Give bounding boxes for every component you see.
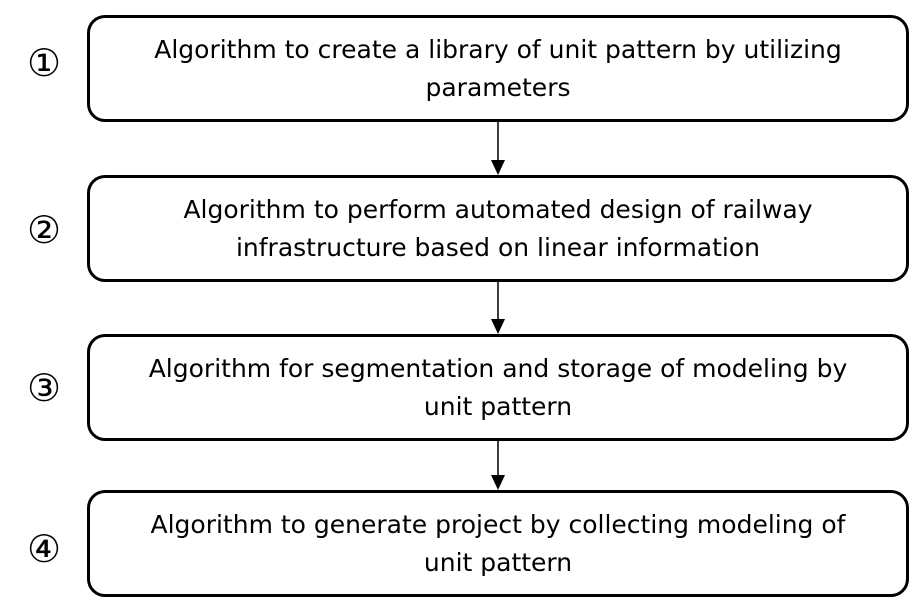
step-1-box: Algorithm to create a library of unit pa… [87,15,909,122]
step-2-box: Algorithm to perform automated design of… [87,175,909,282]
step-1-text: Algorithm to create a library of unit pa… [154,34,842,102]
arrow-step-3-to-4 [491,441,505,490]
step-4-text: Algorithm to generate project by collect… [150,509,846,577]
step-3-text: Algorithm for segmentation and storage o… [148,353,848,421]
step-2-text: Algorithm to perform automated design of… [183,194,813,262]
step-1-number: ① [26,41,62,85]
step-3-box: Algorithm for segmentation and storage o… [87,334,909,441]
arrow-step-2-to-3 [491,282,505,334]
arrow-step-1-to-2 [491,122,505,175]
step-4-box: Algorithm to generate project by collect… [87,490,909,597]
step-3-number: ③ [26,366,62,410]
step-4-number: ④ [26,527,62,571]
step-2-number: ② [26,208,62,252]
